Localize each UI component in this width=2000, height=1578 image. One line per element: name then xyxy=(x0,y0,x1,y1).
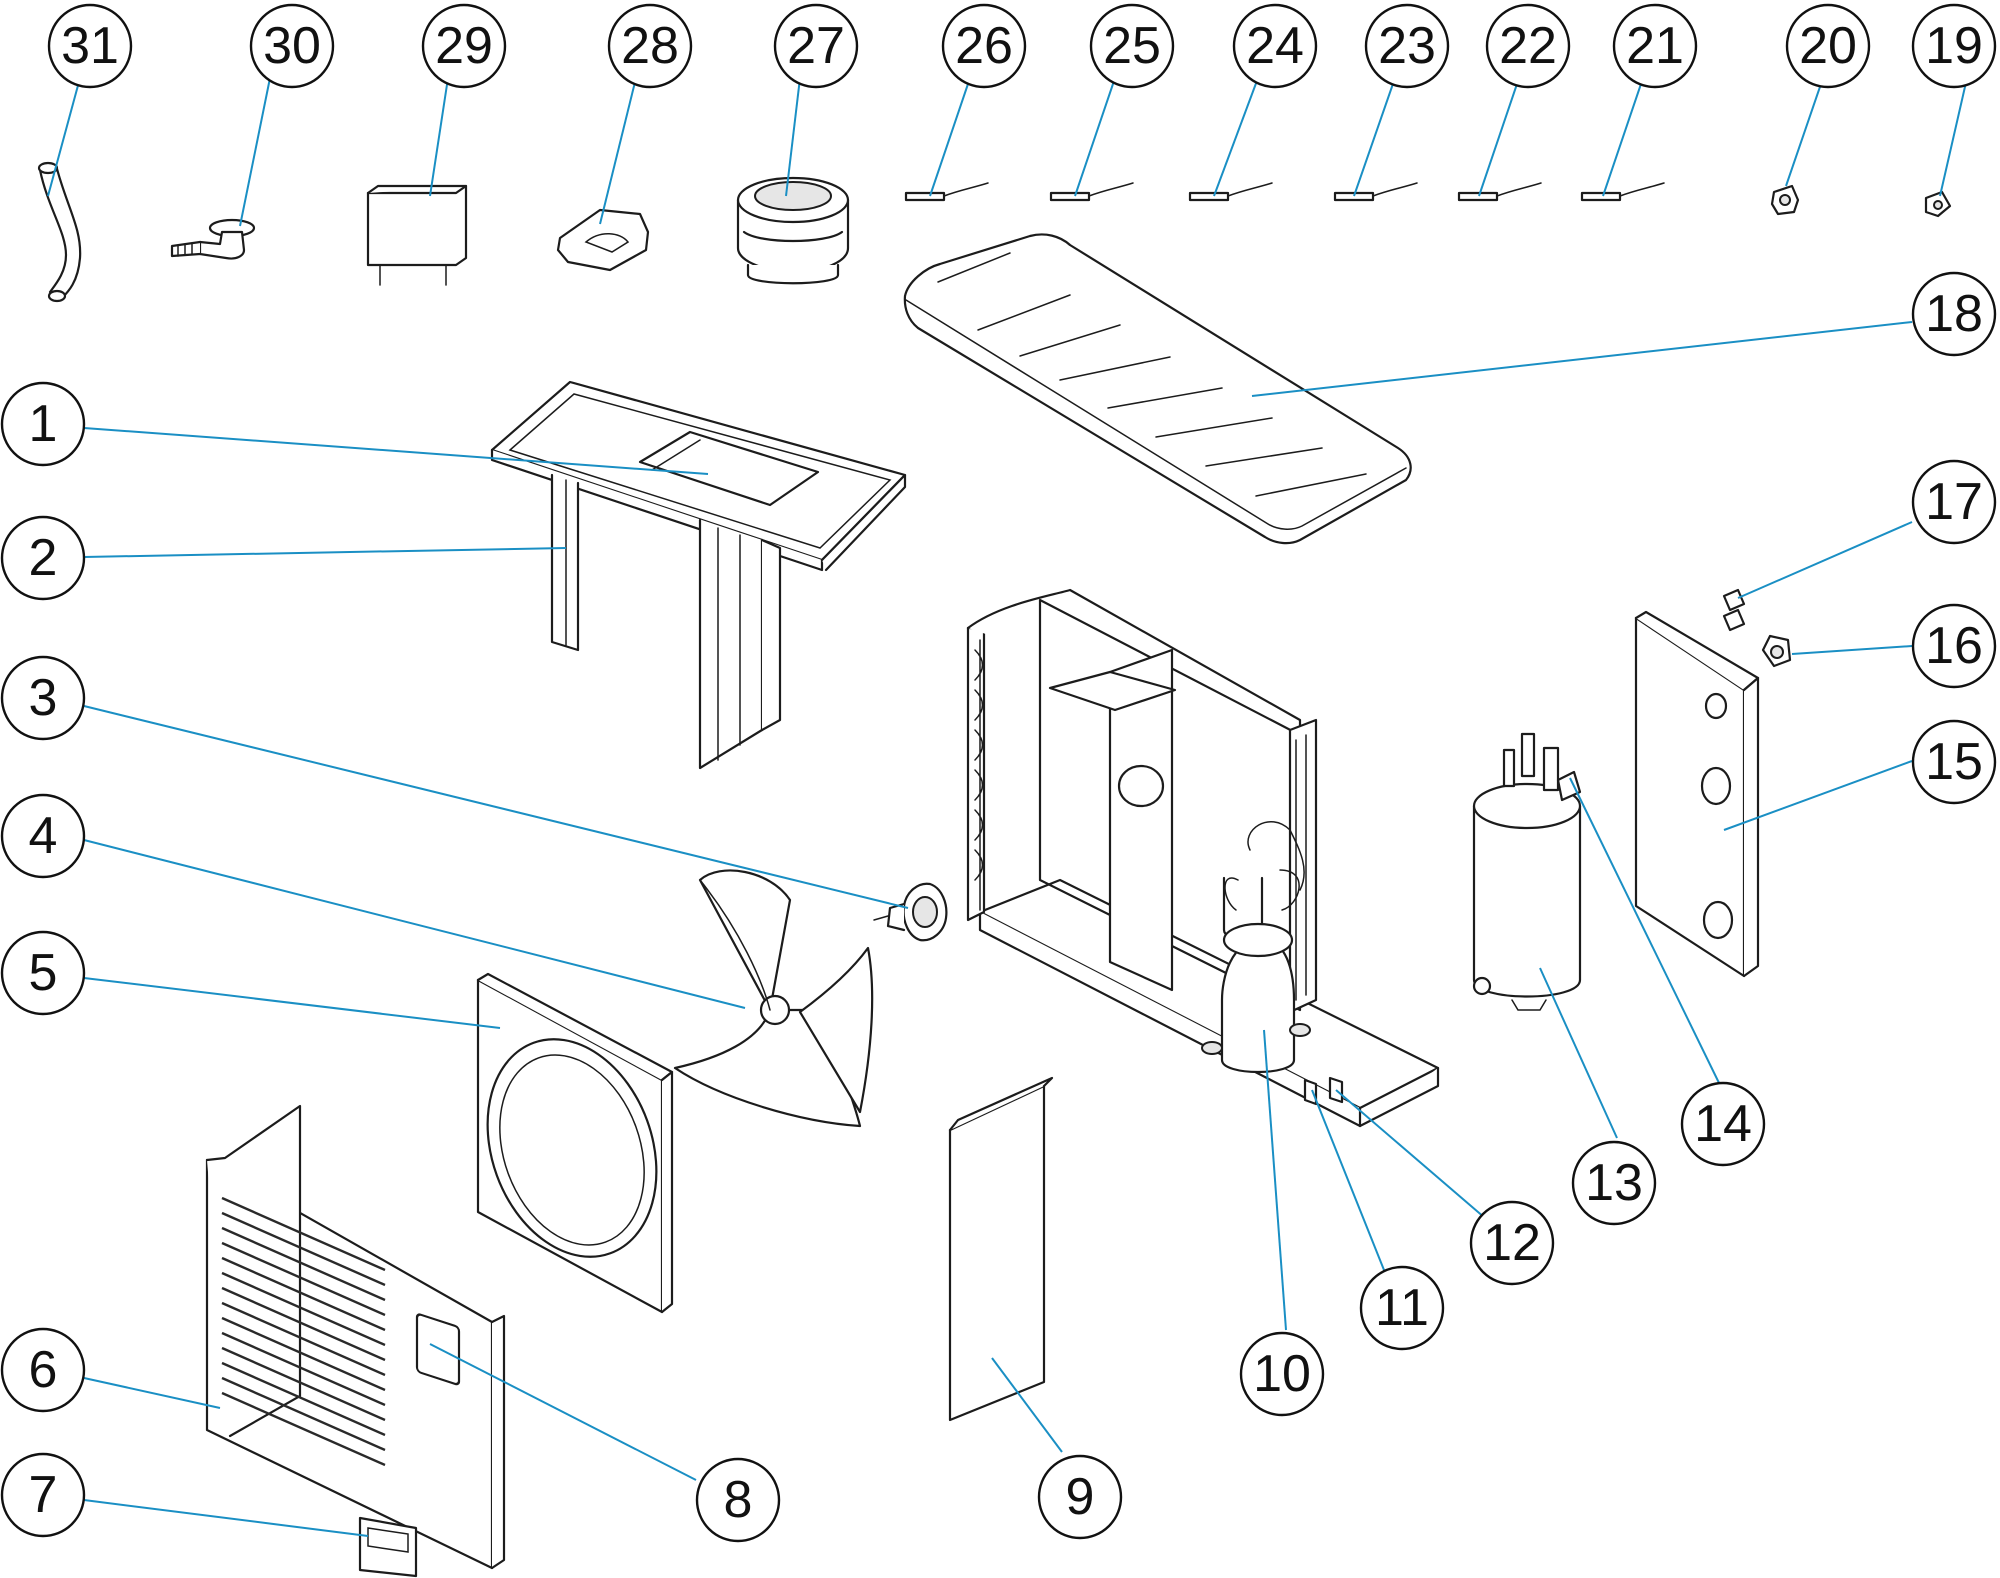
callout-24-label: 24 xyxy=(1246,17,1304,75)
callout-21: 21 xyxy=(1612,3,1698,89)
controller-display-drawing xyxy=(358,1516,418,1578)
callout-19: 19 xyxy=(1911,3,1997,89)
heat-exchanger-drawing xyxy=(1472,732,1582,1011)
callout-14: 14 xyxy=(1680,1081,1766,1167)
callout-12-label: 12 xyxy=(1483,1214,1541,1272)
callout-30: 30 xyxy=(249,3,335,89)
callout-20: 20 xyxy=(1785,3,1871,89)
callout-6-label: 6 xyxy=(29,1341,58,1399)
callout-2-label: 2 xyxy=(29,529,58,587)
callout-9-label: 9 xyxy=(1066,1468,1095,1526)
callout-27-label: 27 xyxy=(787,17,845,75)
callout-3-label: 3 xyxy=(29,669,58,727)
callout-11-label: 11 xyxy=(1375,1279,1429,1337)
capacitor-drawing xyxy=(366,184,468,286)
callout-15: 15 xyxy=(1911,719,1997,805)
callout-7: 7 xyxy=(0,1452,86,1538)
callout-2: 2 xyxy=(0,515,86,601)
leader-lines xyxy=(47,77,1968,1537)
drain-elbow-drawing xyxy=(170,218,256,260)
callout-25-label: 25 xyxy=(1103,17,1161,75)
callout-26-label: 26 xyxy=(955,17,1013,75)
callout-19-label: 19 xyxy=(1925,17,1983,75)
callout-4-label: 4 xyxy=(29,807,58,865)
callout-15-label: 15 xyxy=(1925,733,1983,791)
callout-28: 28 xyxy=(607,3,693,89)
callout-21-label: 21 xyxy=(1626,17,1684,75)
chassis-drawing xyxy=(966,588,1440,1128)
union-fitting-drawing xyxy=(736,176,850,285)
callout-6: 6 xyxy=(0,1327,86,1413)
callout-29-label: 29 xyxy=(435,17,493,75)
callout-26: 26 xyxy=(941,3,1027,89)
callout-5-label: 5 xyxy=(29,944,58,1002)
callout-18-label: 18 xyxy=(1925,285,1983,343)
callout-13-label: 13 xyxy=(1585,1154,1643,1212)
callout-17: 17 xyxy=(1911,459,1997,545)
callout-18: 18 xyxy=(1911,271,1997,357)
callout-31-label: 31 xyxy=(61,17,119,75)
grille-slats xyxy=(221,1196,386,1467)
callout-27: 27 xyxy=(773,3,859,89)
callout-25: 25 xyxy=(1089,3,1175,89)
callout-20-label: 20 xyxy=(1799,17,1857,75)
callout-10: 10 xyxy=(1239,1331,1325,1417)
callout-5: 5 xyxy=(0,930,86,1016)
callout-24: 24 xyxy=(1232,3,1318,89)
callout-1-label: 1 xyxy=(29,395,58,453)
sensor-probes-drawing xyxy=(904,182,1665,202)
drain-hose-drawing xyxy=(37,161,82,303)
callout-22-label: 22 xyxy=(1499,17,1557,75)
callout-bubbles: 1 2 3 4 5 6 7 8 9 10 11 12 13 14 15 16 1… xyxy=(0,3,1997,1543)
callout-30-label: 30 xyxy=(263,17,321,75)
callout-16-label: 16 xyxy=(1925,617,1983,675)
callout-22: 22 xyxy=(1485,3,1571,89)
rubber-pad-drawing xyxy=(556,208,650,272)
callout-4: 4 xyxy=(0,793,86,879)
callout-8-label: 8 xyxy=(724,1471,753,1529)
callout-9: 9 xyxy=(1037,1454,1123,1540)
callout-31: 31 xyxy=(47,3,133,89)
top-frame-drawing xyxy=(490,380,907,770)
callout-8: 8 xyxy=(695,1457,781,1543)
callout-10-label: 10 xyxy=(1253,1345,1311,1403)
callout-11: 11 xyxy=(1359,1265,1445,1351)
front-grille-drawing xyxy=(205,1104,506,1570)
callout-17-label: 17 xyxy=(1925,473,1983,531)
callout-3: 3 xyxy=(0,655,86,741)
callout-16: 16 xyxy=(1911,603,1997,689)
callout-7-label: 7 xyxy=(29,1466,58,1524)
callout-12: 12 xyxy=(1469,1200,1555,1286)
rear-panel-drawing xyxy=(1634,588,1792,978)
nut-clip-drawing xyxy=(1770,184,1952,218)
top-cover-drawing xyxy=(903,233,1412,545)
fan-shroud-drawing xyxy=(476,972,674,1314)
callout-29: 29 xyxy=(421,3,507,89)
fan-motor-drawing xyxy=(873,882,948,942)
callout-28-label: 28 xyxy=(621,17,679,75)
callout-14-label: 14 xyxy=(1694,1095,1752,1153)
callout-23-label: 23 xyxy=(1378,17,1436,75)
side-panel-drawing xyxy=(948,1076,1054,1422)
callout-23: 23 xyxy=(1364,3,1450,89)
fan-blade-drawing xyxy=(673,869,874,1128)
callout-1: 1 xyxy=(0,381,86,467)
callout-13: 13 xyxy=(1571,1140,1657,1226)
